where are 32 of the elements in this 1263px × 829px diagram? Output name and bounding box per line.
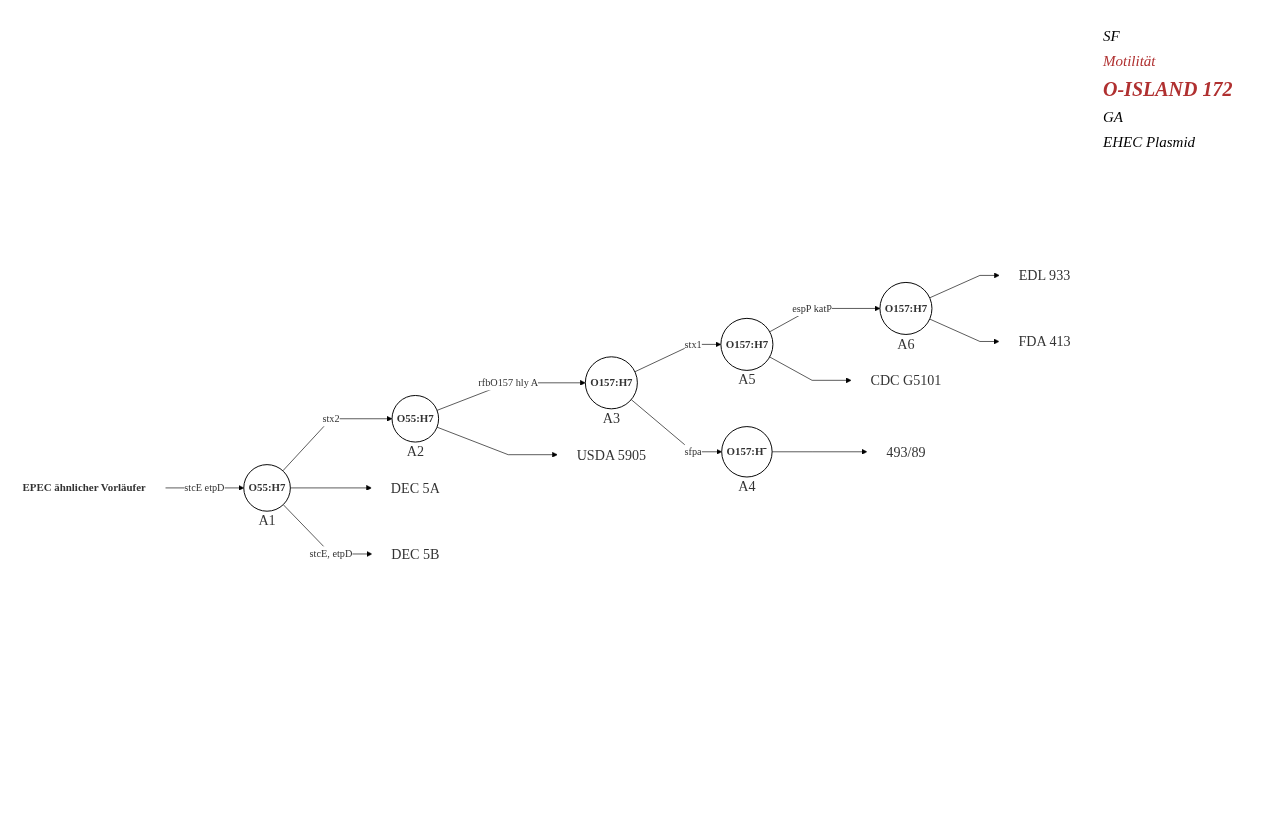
node-caption: A6 xyxy=(897,335,915,352)
node-text: CDC G5101 xyxy=(870,372,942,389)
node-circle: O157:H⁻ xyxy=(721,425,773,478)
gene-note: Motilität xyxy=(1103,53,1157,70)
node-caption: A4 xyxy=(738,477,756,494)
edge-label: stcE, etpD xyxy=(309,548,353,559)
node-circle: O157:H7 xyxy=(584,356,638,410)
node-circle: O55:H7 xyxy=(391,394,440,443)
edge-label: stx1 xyxy=(684,338,702,350)
node-caption: A1 xyxy=(258,512,276,529)
edge-label: rfbO157 hly A xyxy=(478,376,539,388)
edge-label: sfpa xyxy=(684,445,702,457)
node-text: EPEC ähnlicher Vorläufer xyxy=(22,481,146,494)
gene-note: SF xyxy=(1103,28,1121,45)
edge-label: stcE etpD xyxy=(184,481,225,493)
gene-note: GA xyxy=(1103,109,1124,126)
node-circle: O55:H7 xyxy=(243,463,291,512)
node-text: DEC 5A xyxy=(390,479,440,496)
node-text: EDL 933 xyxy=(1018,267,1071,284)
node-caption: A2 xyxy=(406,442,424,459)
node-text: FDA 413 xyxy=(1018,333,1071,350)
node-text: DEC 5B xyxy=(391,545,440,562)
gene-note: O-ISLAND 172 xyxy=(1103,78,1234,101)
node-circle: O157:H7 xyxy=(720,317,774,371)
gene-note: EHEC Plasmid xyxy=(1103,134,1197,151)
node-text: 493/89 xyxy=(886,443,926,460)
node-caption: A5 xyxy=(738,371,756,388)
node-text: USDA 5905 xyxy=(576,446,647,463)
edge-label: stx2 xyxy=(322,412,340,424)
node-circle: O157:H7 xyxy=(879,281,933,335)
node-caption: A3 xyxy=(602,409,620,426)
edge-label: espP katP xyxy=(792,302,832,314)
